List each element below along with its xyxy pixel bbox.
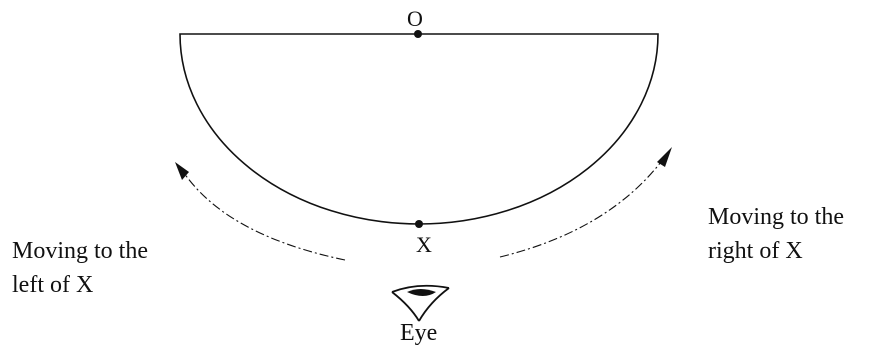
point-x [415,220,423,228]
x-label: X [416,232,432,257]
right-arrow-curve [499,157,665,258]
eye-icon [391,284,450,322]
right-motion-label: Moving to the right of X [708,204,844,264]
semicircle-outline [179,33,659,225]
center-label: O [407,6,423,31]
left-motion-label: Moving to the left of X [12,238,148,298]
center-point [414,30,422,38]
right-arrow-head [657,147,672,167]
eye-label: Eye [400,320,438,346]
left-arrow-curve [181,169,346,261]
left-arrow-head [175,162,189,180]
